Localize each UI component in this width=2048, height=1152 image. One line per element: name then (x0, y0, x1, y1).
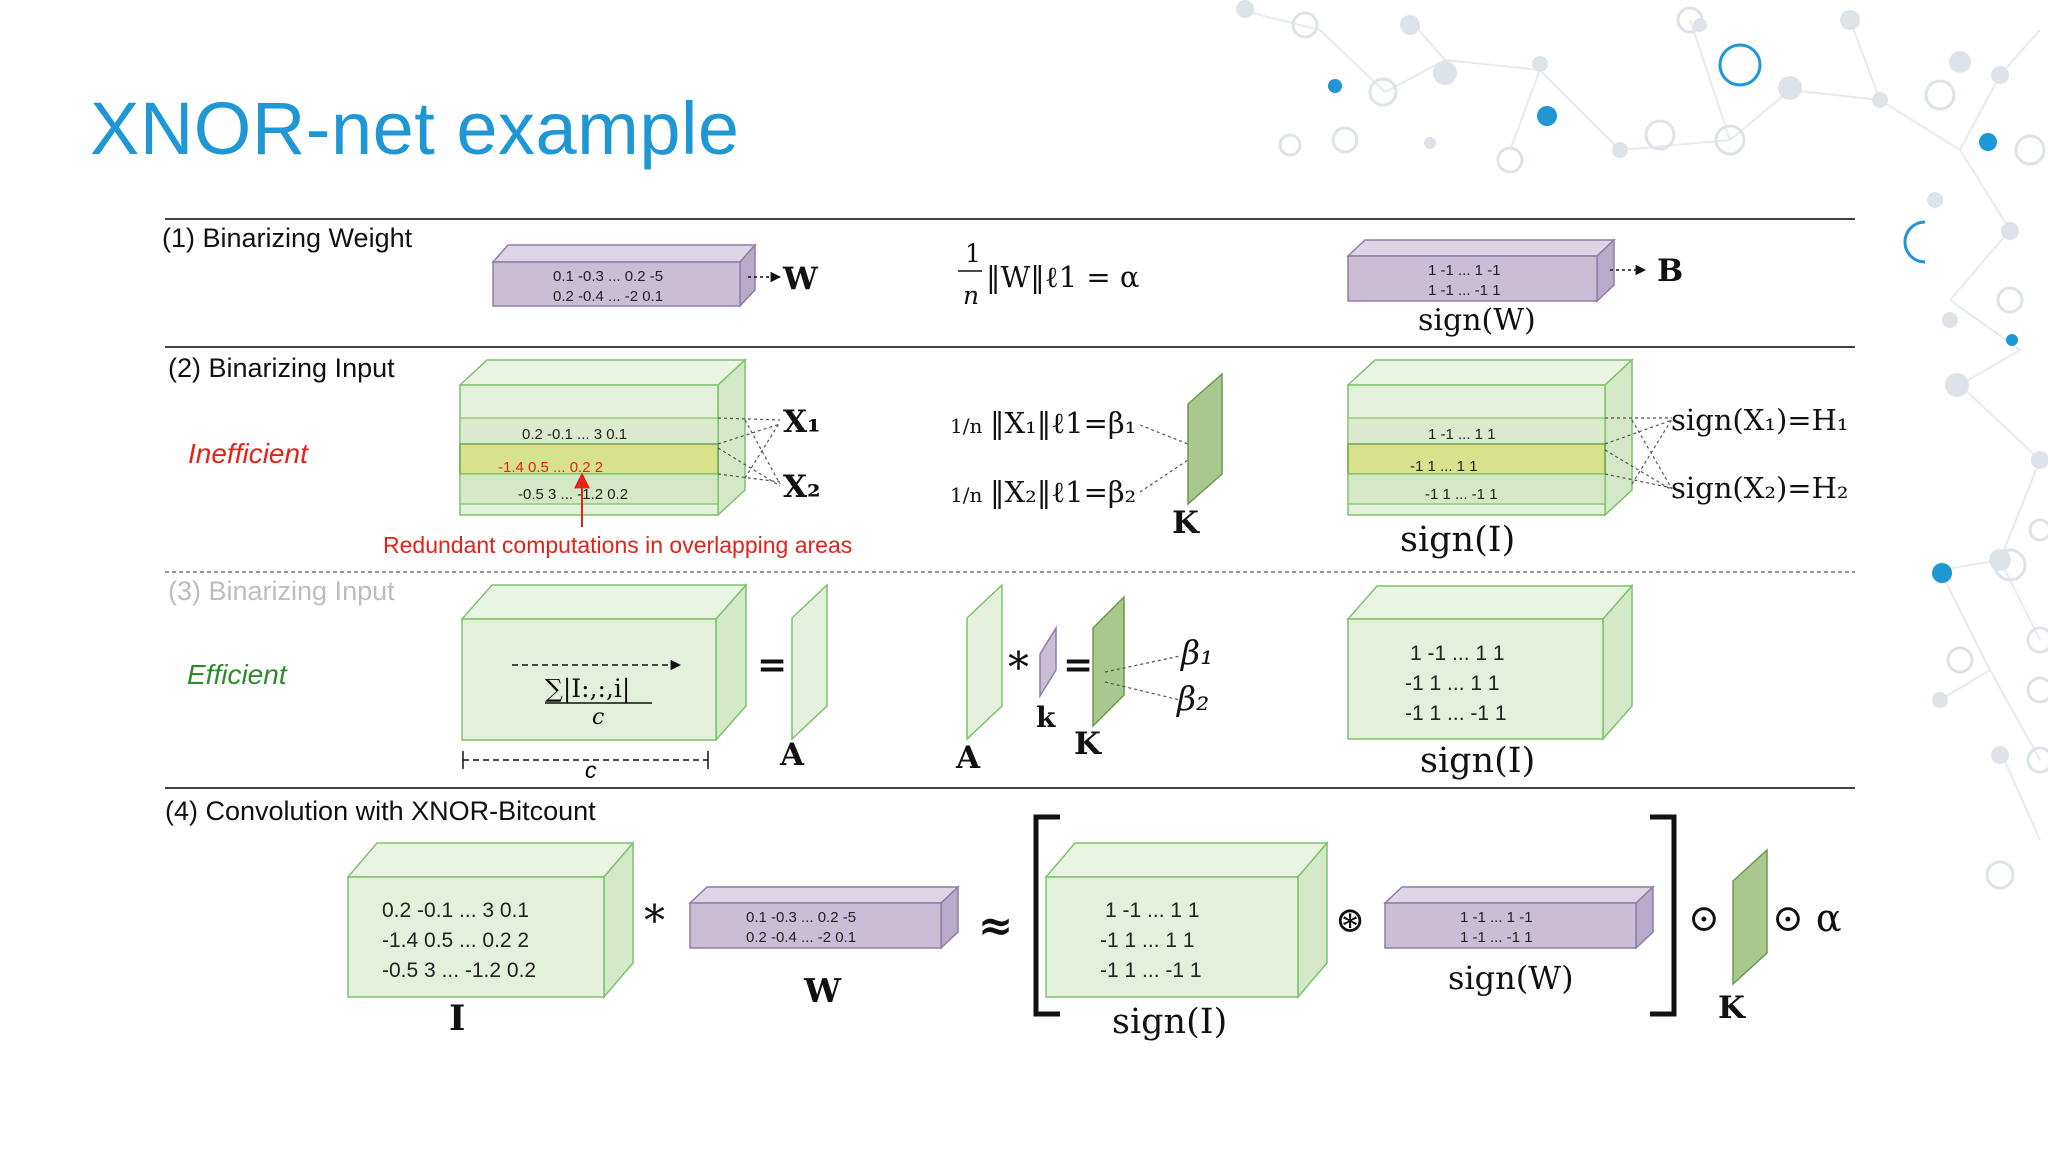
a-plane-2 (966, 583, 1003, 741)
binary-weight-row-2: 1 -1 ... -1 1 (1428, 282, 1501, 299)
input-prism-s4: 0.2 -0.1 ... 3 0.1 -1.4 0.5 ... 0.2 2 -0… (346, 840, 635, 1000)
sign-row-2-s2: -1 1 ... 1 1 (1410, 458, 1478, 475)
sign-row-3-s2: -1 1 ... -1 1 (1425, 486, 1498, 503)
equals-2: = (1063, 644, 1093, 686)
beta2-expression: ‖X₂‖ℓ1=β₂ (990, 475, 1136, 509)
h1-label: sign(X₁)=H₁ (1671, 403, 1849, 437)
input-prism-inefficient: 0.2 -0.1 ... 3 0.1 -1.4 0.5 ... 0.2 2 -0… (458, 358, 747, 517)
approx-op: ≈ (978, 901, 1013, 950)
input-prism-efficient (460, 583, 748, 742)
a-label-1: A (779, 737, 805, 773)
weight-row-2: 0.2 -0.4 ... -2 0.1 (553, 288, 663, 305)
input-row-1: 0.2 -0.1 ... 3 0.1 (522, 426, 627, 443)
sum-formula: ∑|I:,:,i| (545, 674, 630, 704)
sign-input-prism-s3: 1 -1 ... 1 1 -1 1 ... 1 1 -1 1 ... -1 1 (1346, 584, 1634, 741)
slide-title: XNOR-net example (90, 87, 740, 170)
sign-row-2-s4: -1 1 ... 1 1 (1100, 929, 1195, 952)
sign-caption-s2: sign(I) (1400, 520, 1515, 560)
odot-alpha: ⊙ α (1772, 896, 1842, 940)
input-row-2: -1.4 0.5 ... 0.2 2 (498, 459, 603, 476)
binary-weight-row-2-s4: 1 -1 ... -1 1 (1460, 929, 1533, 946)
x2-label: X₂ (783, 469, 821, 505)
beta2-frac: 1/n (950, 483, 982, 507)
inefficient-label: Inefficient (188, 438, 309, 469)
left-bracket (1033, 814, 1060, 1017)
weight-name: W (782, 261, 819, 297)
binary-weight-row-1: 1 -1 ... 1 -1 (1428, 262, 1501, 279)
sign-row-3-s4: -1 1 ... -1 1 (1100, 959, 1202, 982)
efficient-label: Efficient (187, 659, 288, 690)
a-plane-1 (791, 583, 828, 741)
input-row-3: -0.5 3 ... -1.2 0.2 (518, 486, 628, 503)
h2-label: sign(X₂)=H₂ (1671, 471, 1849, 505)
a-label-2: A (955, 740, 981, 776)
sign-input-prism-s4: 1 -1 ... 1 1 -1 1 ... 1 1 -1 1 ... -1 1 (1044, 840, 1329, 1000)
binary-weight-row-1-s4: 1 -1 ... 1 -1 (1460, 909, 1533, 926)
sign-row-2-s3: -1 1 ... 1 1 (1405, 672, 1500, 695)
weight-name-s4: W (803, 971, 842, 1010)
weight-row-2-s4: 0.2 -0.4 ... -2 0.1 (746, 929, 856, 946)
equals-1: = (757, 644, 787, 686)
binary-weight-prism-s4: 1 -1 ... 1 -1 1 -1 ... -1 1 (1383, 885, 1655, 950)
input-name-s4: I (449, 998, 465, 1039)
weight-row-1-s4: 0.1 -0.3 ... 0.2 -5 (746, 909, 856, 926)
sign-row-1-s2: 1 -1 ... 1 1 (1428, 426, 1496, 443)
beta1-expression: ‖X₁‖ℓ1=β₁ (990, 406, 1136, 440)
binary-weight-caption: sign(W) (1418, 303, 1536, 338)
binary-weight-prism: 1 -1 ... 1 -1 1 -1 ... -1 1 (1346, 238, 1616, 303)
beta2-s3: β₂ (1175, 679, 1209, 718)
k-small-label: k (1036, 701, 1056, 734)
alpha-frac-num: 1 (965, 239, 981, 268)
sign-input-prism-s2: 1 -1 ... 1 1 -1 1 ... 1 1 -1 1 ... -1 1 (1346, 358, 1634, 517)
h-connectors (1604, 417, 1673, 491)
section-2-label: (2) Binarizing Input (168, 353, 395, 383)
section-3-label: (3) Binarizing Input (168, 576, 395, 606)
alpha-expression: ‖W‖ℓ1 = α (986, 260, 1139, 294)
binary-weight-name: B (1657, 253, 1683, 289)
weight-row-1: 0.1 -0.3 ... 0.2 -5 (553, 268, 663, 285)
input-row-2-s4: -1.4 0.5 ... 0.2 2 (382, 929, 529, 952)
beta1-s3: β₁ (1179, 633, 1213, 672)
k-label-s4: K (1718, 990, 1746, 1026)
beta-connectors-s3 (1104, 655, 1181, 701)
odot-op-1: ⊙ (1688, 896, 1720, 940)
input-row-3-s4: -0.5 3 ... -1.2 0.2 (382, 959, 536, 982)
redundant-note: Redundant computations in overlapping ar… (383, 532, 852, 558)
star-op-s3: * (1008, 643, 1029, 692)
right-bracket (1650, 814, 1677, 1017)
xnor-conv-op: ⊛ (1335, 900, 1365, 941)
star-op-s4: * (644, 896, 665, 945)
beta1-frac: 1/n (950, 414, 982, 438)
sign-row-3-s3: -1 1 ... -1 1 (1405, 702, 1507, 725)
sum-denominator: c (592, 705, 604, 730)
k-plane-s2 (1187, 372, 1223, 506)
x-connectors (717, 417, 781, 487)
c-dim-label: c (585, 757, 597, 783)
section-4-label: (4) Convolution with XNOR-Bitcount (165, 796, 596, 826)
x1-label: X₁ (783, 404, 821, 440)
sign-row-1-s3: 1 -1 ... 1 1 (1410, 642, 1505, 665)
k-plane-s3 (1092, 595, 1125, 728)
k-plane-s4 (1732, 848, 1768, 986)
alpha-frac-den: n (963, 281, 979, 310)
input-row-1-s4: 0.2 -0.1 ... 3 0.1 (382, 899, 529, 922)
sign-row-1-s4: 1 -1 ... 1 1 (1105, 899, 1200, 922)
section-1-label: (1) Binarizing Weight (162, 223, 413, 253)
k-label-s2: K (1172, 505, 1200, 541)
k-label-s3: K (1074, 726, 1102, 762)
sign-caption-s4: sign(I) (1112, 1002, 1227, 1042)
weight-prism: 0.1 -0.3 ... 0.2 -5 0.2 -0.4 ... -2 0.1 (491, 243, 757, 308)
binary-weight-caption-s4: sign(W) (1448, 959, 1574, 997)
weight-prism-s4: 0.1 -0.3 ... 0.2 -5 0.2 -0.4 ... -2 0.1 (688, 885, 960, 950)
sign-caption-s3: sign(I) (1420, 741, 1535, 781)
k-small-plane (1039, 625, 1057, 699)
